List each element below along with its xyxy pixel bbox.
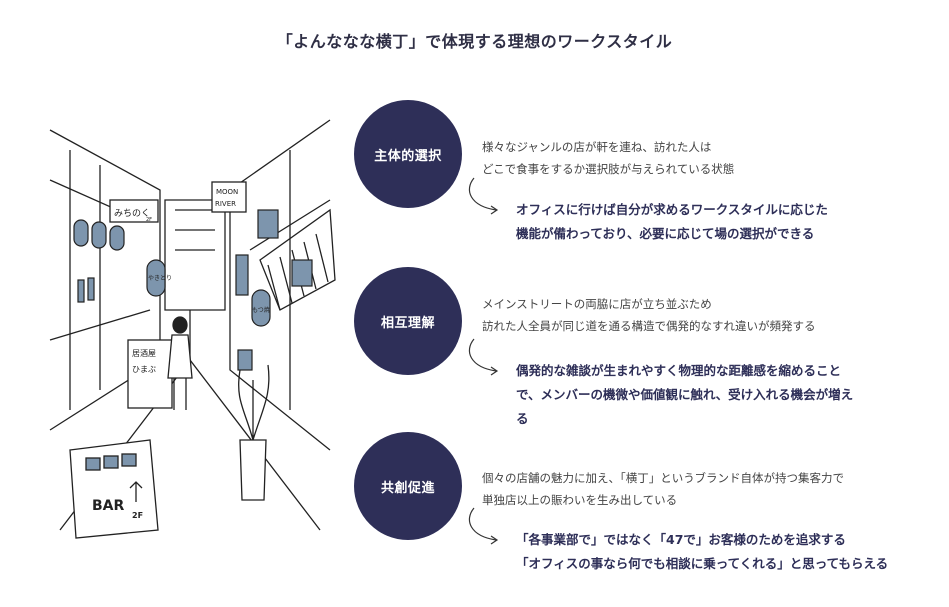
curved-arrow-icon: [468, 177, 499, 215]
description-line: 個々の店舗の魅力に加え、「横丁」というブランド自体が持つ集客力で: [482, 471, 845, 485]
description-line: どこで食事をするか選択肢が与えられている状態: [482, 162, 735, 176]
sign-yakitori: やきとり: [148, 274, 172, 282]
concept-description-3: 個々の店舗の魅力に加え、「横丁」というブランド自体が持つ集客力で 単独店以上の賑…: [482, 467, 844, 511]
concept-circle-2: 相互理解: [354, 267, 462, 375]
result-line: オフィスに行けば自分が求めるワークスタイルに応じた: [516, 202, 828, 217]
concept-row-1: 主体的選択 様々なジャンルの店が軒を連ね、訪れた人は どこで食事をするか選択肢が…: [354, 100, 934, 241]
sign-michinoku: みちのく: [114, 208, 150, 219]
sign-izakaya: 居酒屋: [132, 349, 156, 358]
sign-motsu: もつ焼: [252, 306, 270, 314]
sign-hima: ひまぶ: [132, 365, 156, 374]
concept-result-1: オフィスに行けば自分が求めるワークスタイルに応じた 機能が備わっており、必要に応…: [516, 198, 828, 246]
concept-description-2: メインストリートの両脇に店が立ち並ぶため 訪れた人全員が同じ道を通る構造で偶発的…: [482, 293, 816, 337]
sign-floor: 2F: [146, 217, 152, 223]
page-title: 「よんななな横丁」で体現する理想のワークスタイル: [276, 32, 673, 51]
curved-arrow-icon: [468, 338, 499, 376]
alley-illustration: みちのく 2F MOON RIVER 居酒屋 ひまぶ やきとり もつ焼 BAR …: [49, 119, 336, 539]
result-line: 「各事業部で」ではなく「47で」お客様のためを追求する: [516, 532, 846, 547]
description-line: 訪れた人全員が同じ道を通る構造で偶発的なすれ違いが頻発する: [482, 319, 816, 333]
sign-moon: MOON: [216, 188, 238, 196]
concept-circle-3: 共創促進: [354, 432, 462, 540]
description-line: 単独店以上の賑わいを生み出している: [482, 493, 678, 507]
result-line: 機能が備わっており、必要に応じて場の選択ができる: [516, 226, 815, 241]
concept-row-2: 相互理解 メインストリートの両脇に店が立ち並ぶため 訪れた人全員が同じ道を通る構…: [354, 267, 934, 426]
concept-description-1: 様々なジャンルの店が軒を連ね、訪れた人は どこで食事をするか選択肢が与えられてい…: [482, 136, 734, 180]
concept-result-3: 「各事業部で」ではなく「47で」お客様のためを追求する 「オフィスの事なら何でも…: [516, 528, 888, 576]
sign-river: RIVER: [215, 200, 236, 208]
sign-bar: BAR: [92, 498, 125, 514]
concept-circle-1: 主体的選択: [354, 100, 462, 208]
concept-result-2: 偶発的な雑談が生まれやすく物理的な距離感を縮めること で、メンバーの機微や価値観…: [516, 359, 853, 431]
sign-bar-floor: 2F: [132, 511, 143, 520]
result-line: る: [516, 411, 529, 426]
curved-arrow-icon: [468, 507, 499, 545]
result-line: で、メンバーの機微や価値観に触れ、受け入れる機会が増え: [516, 387, 854, 402]
result-line: 「オフィスの事なら何でも相談に乗ってくれる」と思ってもらえる: [516, 556, 889, 571]
result-line: 偶発的な雑談が生まれやすく物理的な距離感を縮めること: [516, 363, 842, 378]
concept-row-3: 共創促進 個々の店舗の魅力に加え、「横丁」というブランド自体が持つ集客力で 単独…: [354, 432, 934, 571]
description-line: メインストリートの両脇に店が立ち並ぶため: [482, 297, 712, 311]
description-line: 様々なジャンルの店が軒を連ね、訪れた人は: [482, 140, 712, 154]
